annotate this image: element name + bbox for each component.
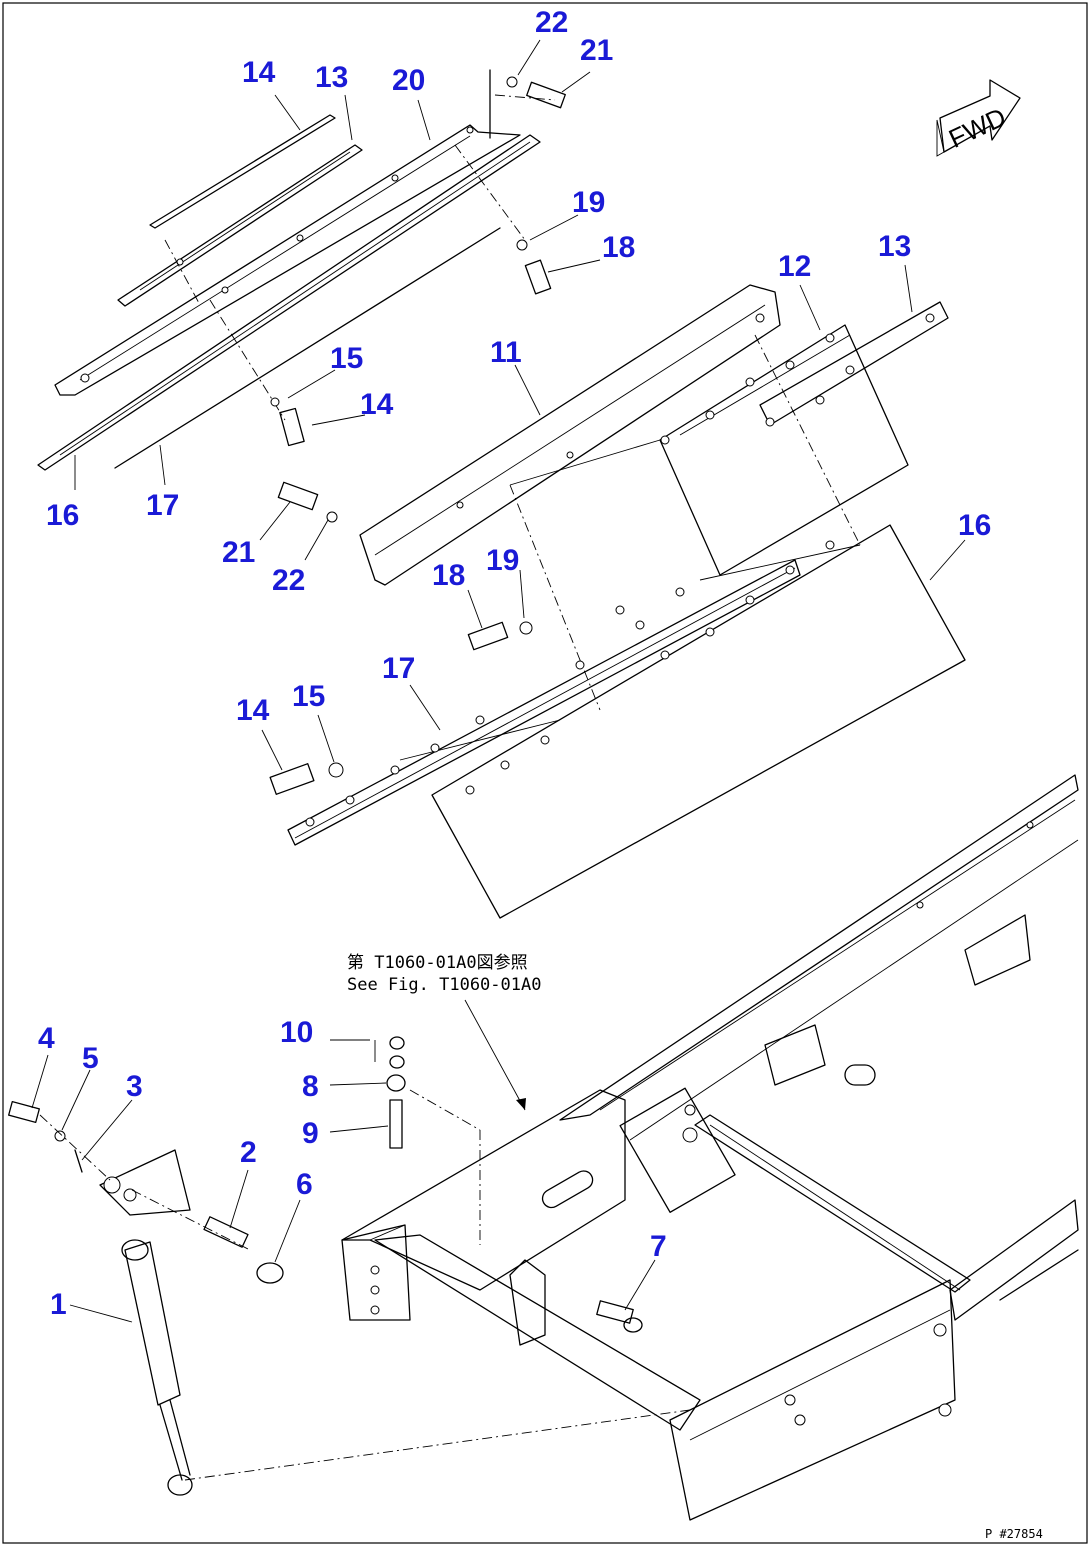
part-17-strip-mid (287, 559, 801, 846)
part-12-strip-upper (117, 144, 363, 307)
reference-note-line2: See Fig. T1060-01A0 (347, 975, 541, 995)
callout-17-left: 17 (146, 489, 179, 522)
reference-note-line1: 第 T1060-01A0図参照 (347, 953, 528, 973)
callout-9: 9 (302, 1117, 319, 1150)
part-11-angle (359, 284, 781, 586)
callout-15-low: 15 (292, 680, 325, 713)
callout-22-top: 22 (535, 6, 568, 39)
callout-17-mid: 17 (382, 652, 415, 685)
callout-15-top: 15 (330, 342, 363, 375)
callout-2: 2 (240, 1136, 257, 1169)
fwd-label: FWD (944, 102, 1010, 154)
callout-18-top: 18 (602, 231, 635, 264)
document-id: P #27854 (985, 1527, 1043, 1541)
callout-8: 8 (302, 1070, 319, 1103)
chassis-frame (341, 774, 1079, 1521)
callout-4: 4 (38, 1022, 55, 1055)
callout-21-top: 21 (580, 34, 613, 67)
part-16-strip-upper (37, 134, 541, 471)
part-1-gas-spring (124, 1241, 181, 1406)
callout-18-mid: 18 (432, 559, 465, 592)
callout-10: 10 (280, 1016, 313, 1049)
gas-spring-assembly (8, 1036, 691, 1496)
callout-16-right: 16 (958, 509, 991, 542)
callout-13-right: 13 (878, 230, 911, 263)
callout-14-low: 14 (236, 694, 270, 727)
callout-16-left: 16 (46, 499, 79, 532)
callout-3: 3 (126, 1070, 143, 1103)
callout-19-top: 19 (572, 186, 605, 219)
callout-21-mid: 21 (222, 536, 255, 569)
part-12-plate (659, 324, 909, 576)
callout-5: 5 (82, 1042, 99, 1075)
callout-12-right: 12 (778, 250, 811, 283)
part-13-strip-mid (759, 301, 949, 426)
leader-lines (31, 39, 966, 1323)
callout-12-top: 13 (315, 61, 348, 94)
part-20-angle (54, 124, 521, 396)
callout-19-mid: 19 (486, 544, 519, 577)
callout-labels: 14 13 20 22 21 19 18 15 14 16 17 11 12 1… (38, 6, 991, 1321)
fwd-arrow-icon: FWD (936, 79, 1021, 157)
callout-14-top: 14 (360, 388, 394, 421)
part-17-strip-upper (114, 227, 501, 469)
callout-1: 1 (50, 1288, 67, 1321)
part-13-strip-upper (149, 114, 336, 229)
callout-20: 20 (392, 64, 425, 97)
callout-22-mid: 22 (272, 564, 305, 597)
callout-6: 6 (296, 1168, 313, 1201)
callout-13-top: 14 (242, 56, 276, 89)
part-16-plate (431, 524, 966, 919)
hardware-upper (269, 76, 566, 795)
callout-7: 7 (650, 1230, 667, 1263)
middle-plate-group (287, 284, 966, 919)
callout-11: 11 (490, 336, 522, 369)
upper-rail-group (37, 69, 556, 471)
